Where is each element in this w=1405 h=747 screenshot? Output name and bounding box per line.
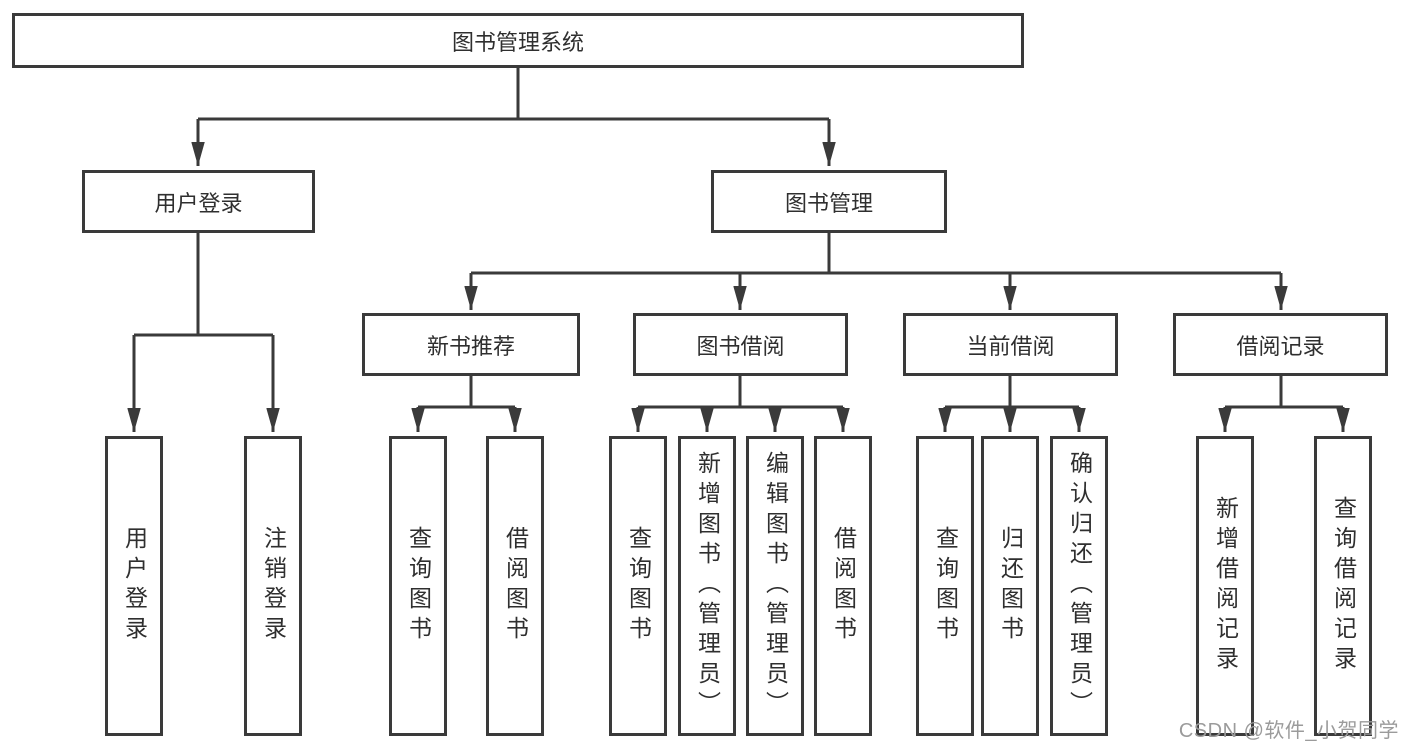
- leaf-borrow-book-1-label: 借阅图书: [502, 526, 529, 646]
- node-book-borrow-label: 图书借阅: [696, 333, 785, 359]
- leaf-query-book-1: 查询图书: [389, 436, 447, 736]
- leaf-user-login: 用户登录: [105, 436, 163, 736]
- csdn-watermark: CSDN @软件_小贺同学: [1178, 720, 1399, 742]
- leaf-query-book-2: 查询图书: [609, 436, 667, 736]
- leaf-add-borrow-record: 新增借阅记录: [1196, 436, 1254, 736]
- node-book-management-label: 图书管理: [784, 190, 873, 216]
- leaf-return-book-label: 归还图书: [997, 526, 1024, 646]
- leaf-logout-label: 注销登录: [260, 526, 287, 646]
- leaf-borrow-book-2: 借阅图书: [814, 436, 872, 736]
- leaf-confirm-return-admin: 确认归还（管理员）: [1050, 436, 1108, 736]
- leaf-logout: 注销登录: [244, 436, 302, 736]
- leaf-borrow-book-2-label: 借阅图书: [830, 526, 857, 646]
- leaf-query-book-1-label: 查询图书: [405, 526, 432, 646]
- leaf-borrow-book-1: 借阅图书: [486, 436, 544, 736]
- leaf-query-borrow-record: 查询借阅记录: [1314, 436, 1372, 736]
- leaf-confirm-return-admin-label: 确认归还（管理员）: [1066, 451, 1093, 721]
- node-book-borrow: 图书借阅: [633, 313, 848, 376]
- edge-group: [127, 68, 1350, 432]
- leaf-user-login-label: 用户登录: [121, 526, 148, 646]
- node-user-login: 用户登录: [82, 170, 315, 233]
- leaf-query-book-3-label: 查询图书: [932, 526, 959, 646]
- leaf-query-book-3: 查询图书: [916, 436, 974, 736]
- leaf-query-book-2-label: 查询图书: [625, 526, 652, 646]
- node-current-borrow-label: 当前借阅: [966, 333, 1055, 359]
- leaf-return-book: 归还图书: [981, 436, 1039, 736]
- leaf-add-book-admin-label: 新增图书（管理员）: [694, 451, 721, 721]
- node-user-login-label: 用户登录: [154, 190, 243, 216]
- leaf-edit-book-admin: 编辑图书（管理员）: [746, 436, 804, 736]
- node-new-book-recommend-label: 新书推荐: [426, 333, 515, 359]
- node-book-management: 图书管理: [711, 170, 947, 233]
- leaf-add-borrow-record-label: 新增借阅记录: [1212, 496, 1239, 676]
- node-root-label: 图书管理系统: [451, 29, 584, 55]
- leaf-query-borrow-record-label: 查询借阅记录: [1330, 496, 1357, 676]
- node-root: 图书管理系统: [12, 13, 1024, 68]
- node-borrow-record-label: 借阅记录: [1236, 333, 1325, 359]
- leaf-edit-book-admin-label: 编辑图书（管理员）: [762, 451, 789, 721]
- leaf-add-book-admin: 新增图书（管理员）: [678, 436, 736, 736]
- node-current-borrow: 当前借阅: [903, 313, 1118, 376]
- node-borrow-record: 借阅记录: [1173, 313, 1388, 376]
- node-new-book-recommend: 新书推荐: [362, 313, 580, 376]
